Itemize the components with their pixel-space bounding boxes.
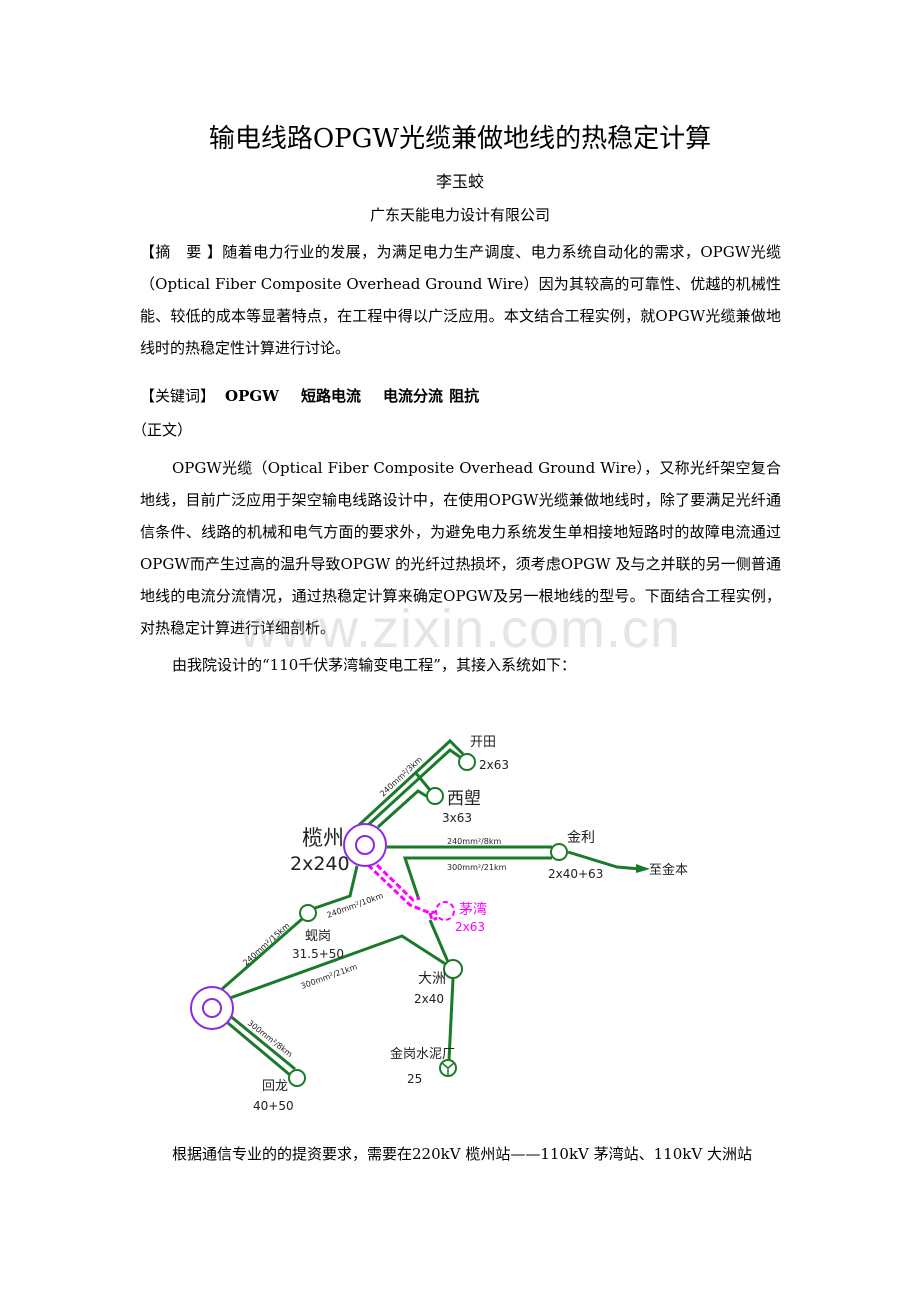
line-to-jinben	[567, 850, 641, 871]
label-maowan-cap: 2x63	[455, 920, 485, 934]
label-to-jinben: 至金本	[649, 862, 688, 878]
line-kaitian	[357, 738, 465, 827]
station-xiangang	[299, 904, 317, 922]
station-huilong	[288, 1069, 306, 1087]
label-maowan: 茅湾	[459, 901, 487, 918]
paragraph: OPGW光缆（Optical Fiber Composite Overhead …	[140, 459, 781, 637]
line-label: 240mm²/15km	[241, 921, 291, 968]
organization: 广东天能电力设计有限公司	[369, 206, 550, 224]
station-xilang	[426, 787, 444, 805]
stations	[190, 753, 568, 1087]
keyword: 阻抗	[449, 387, 480, 405]
transformer-y-icon	[441, 1062, 455, 1076]
watermark: www.zixin.com.cn	[238, 599, 682, 659]
arrow-icon	[636, 864, 650, 873]
keywords: 【关键词】 OPGW 短路电流 电流分流阻抗	[140, 380, 781, 412]
label-dazhou: 大洲	[418, 971, 446, 987]
line-label: 240mm²/10km	[326, 891, 385, 920]
line-huilong	[221, 1016, 291, 1077]
line-label: 300mm²/21km	[447, 863, 507, 872]
label-dazhou-cap: 2x40	[414, 992, 444, 1006]
line-xilang	[376, 789, 429, 829]
new-lines	[366, 863, 441, 923]
label-jinli-cap: 2x40+63	[548, 867, 603, 881]
label-xiangang: 蚬岗	[305, 929, 331, 944]
label-jinli: 金利	[567, 830, 595, 846]
label-huilong-cap: 40+50	[253, 1099, 294, 1113]
label-huilong: 回龙	[262, 1079, 288, 1094]
label-cement-cap: 25	[407, 1072, 422, 1086]
line-label: 300mm²/8km	[246, 1018, 294, 1059]
document-title: 输电线路OPGW光缆兼做地线的热稳定计算	[208, 124, 712, 154]
station-jinli	[550, 843, 568, 861]
keywords-label: 【关键词】	[140, 387, 216, 405]
line-maowan-a	[366, 863, 441, 915]
paragraph: 根据通信专业的的提资要求，需要在220kV 榄州站——110kV 茅湾站、110…	[172, 1145, 752, 1163]
author: 李玉蛟	[435, 172, 484, 191]
label-xiangang-cap: 31.5+50	[292, 947, 344, 961]
body-text: OPGW光缆（Optical Fiber Composite Overhead …	[140, 452, 781, 681]
transmission-lines	[221, 738, 641, 1077]
abstract-label: 【摘 要 】	[140, 243, 223, 261]
label-kaitian: 开田	[470, 735, 496, 750]
label-kaitian-cap: 2x63	[479, 758, 509, 772]
line-kaitian-2	[366, 748, 461, 827]
line-label: 240mm²/8km	[447, 837, 501, 846]
line-maowan-b	[375, 863, 421, 902]
line-maowan-dazhou	[428, 919, 450, 963]
station-kaitian	[458, 753, 476, 771]
abstract: 【摘 要 】随着电力行业的发展，为满足电力生产调度、电力系统自动化的需求，OPG…	[140, 236, 781, 364]
station-southwest-inner	[202, 998, 222, 1018]
label-xilang-cap: 3x63	[442, 811, 472, 825]
keyword: 电流分流	[383, 387, 444, 405]
line-jinli-b	[402, 856, 552, 898]
label-cement: 金岗水泥厂	[390, 1046, 455, 1062]
line-xiangang-up	[314, 865, 359, 910]
station-maowan	[435, 901, 455, 921]
label-xilang: 西塱	[447, 789, 481, 809]
line-cement	[447, 978, 455, 1061]
line-xilang-branch	[413, 771, 432, 791]
station-lanzhou-inner	[355, 835, 375, 855]
line-dazhou	[229, 934, 448, 1000]
body-marker: （正文）	[132, 421, 193, 439]
label-lanzhou: 榄州	[302, 826, 344, 850]
keyword: 短路电流	[301, 387, 362, 405]
abstract-text: 随着电力行业的发展，为满足电力生产调度、电力系统自动化的需求，OPGW光缆（Op…	[140, 243, 781, 357]
line-huilong-2	[228, 1013, 296, 1071]
station-dazhou	[443, 959, 463, 979]
keyword: OPGW	[225, 387, 280, 405]
label-lanzhou-cap: 2x240	[290, 853, 350, 875]
line-label: 300mm²/21km	[300, 962, 359, 991]
line-xiangang-down	[221, 917, 303, 991]
paragraph: 由我院设计的“110千伏茅湾输变电工程”，其接入系统如下：	[172, 656, 576, 674]
station-labels: 榄州 2x240 开田 2x63 西塱 3x63 金利 2x40+63 至金本 …	[253, 735, 688, 1113]
line-maowan-c	[428, 912, 438, 923]
body-text-continued: 根据通信专业的的提资要求，需要在220kV 榄州站——110kV 茅湾站、110…	[140, 1138, 781, 1170]
